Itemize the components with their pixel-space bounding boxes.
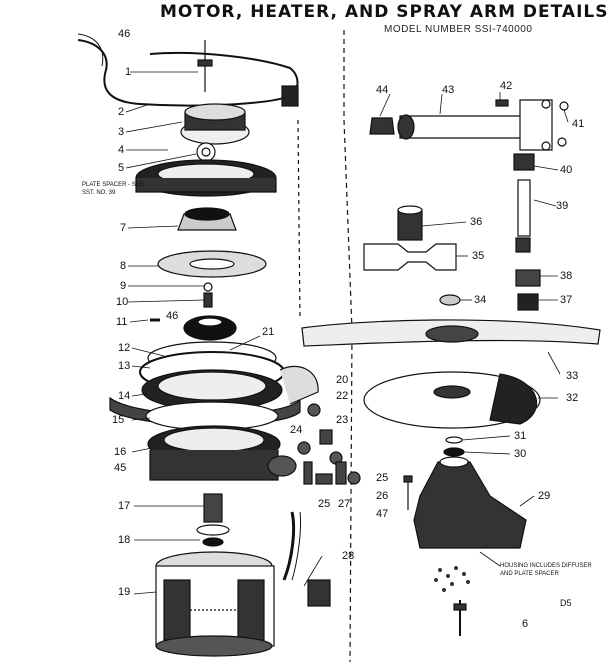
callout-label: 37 xyxy=(560,294,573,306)
callout-label: 16 xyxy=(114,446,127,458)
callout-label: 33 xyxy=(566,370,579,382)
callout-label: 28 xyxy=(342,550,355,562)
callout-label: 2 xyxy=(118,106,125,118)
housing-note: HOUSING INCLUDES DIFFUSER AND PLATE SPAC… xyxy=(500,562,592,578)
callout-label: 46 xyxy=(166,310,179,322)
callout-label: 32 xyxy=(566,392,579,404)
callout-label: 35 xyxy=(472,250,485,262)
callout-label: 31 xyxy=(514,430,527,442)
plate-spacer-note: PLATE SPACER - SEE SST. NO. 39 xyxy=(82,181,144,197)
guide-part xyxy=(177,207,237,231)
callout-label: 47 xyxy=(376,508,389,520)
impeller-part xyxy=(180,103,250,145)
callout-label: 46 xyxy=(118,28,131,40)
callout-label: 39 xyxy=(556,200,569,212)
callout-label: 34 xyxy=(474,294,487,306)
callout-label: 36 xyxy=(470,216,483,228)
washer-part xyxy=(203,282,213,308)
callout-label: 11 xyxy=(116,316,128,328)
callout-label: 44 xyxy=(376,84,389,96)
lower-impeller-part xyxy=(150,315,237,341)
housing-note-line: HOUSING INCLUDES DIFFUSER xyxy=(500,563,592,569)
pump-ring-stack xyxy=(109,341,319,431)
screw-42-part xyxy=(495,99,509,107)
manifold-part xyxy=(397,99,553,151)
callout-label: 17 xyxy=(118,500,131,512)
callout-label: 25 xyxy=(318,498,331,510)
plate-spacer-part xyxy=(135,159,277,197)
callout-label: 24 xyxy=(290,424,303,436)
callout-label: 30 xyxy=(514,448,527,460)
screw-part xyxy=(197,40,213,92)
nut-part xyxy=(369,117,395,135)
page-number: 6 xyxy=(522,618,529,630)
seal-washer-part xyxy=(443,436,465,457)
model-number: MODEL NUMBER SSI-740000 xyxy=(384,24,533,35)
callout-label: 25 xyxy=(376,472,389,484)
callout-label: 5 xyxy=(118,162,125,174)
water-spray xyxy=(434,566,470,592)
leader-lines xyxy=(125,71,569,595)
callout-label: 26 xyxy=(376,490,389,502)
page-title: MOTOR, HEATER, AND SPRAY ARM DETAILS xyxy=(160,2,608,22)
callout-label: 10 xyxy=(116,296,129,308)
callout-label: 42 xyxy=(500,80,513,92)
callout-label: 22 xyxy=(336,390,349,402)
callout-label: 23 xyxy=(336,414,349,426)
pump-housing-part xyxy=(147,425,297,481)
plate-part xyxy=(157,250,267,278)
plate-spacer-note-line: SST. NO. 39 xyxy=(82,190,116,196)
motor-part xyxy=(155,551,275,657)
coupling-part xyxy=(203,493,223,523)
gear-part xyxy=(196,142,216,162)
callout-label: 13 xyxy=(118,360,131,372)
callout-label: 12 xyxy=(118,342,131,354)
callout-label: 15 xyxy=(112,414,125,426)
callout-label: 45 xyxy=(114,462,127,474)
bottom-screw-part xyxy=(453,600,467,636)
callout-label: 3 xyxy=(118,126,125,138)
callout-label: 43 xyxy=(442,84,455,96)
callout-label: 38 xyxy=(560,270,573,282)
corner-code: D5 xyxy=(560,598,572,608)
callout-label: 9 xyxy=(120,280,127,292)
divider-line xyxy=(343,30,353,663)
callout-label: 20 xyxy=(336,374,349,386)
hose-part xyxy=(282,511,301,581)
riser-tube-part xyxy=(513,153,541,311)
callout-label: 7 xyxy=(120,222,127,234)
callout-label: 8 xyxy=(120,260,127,272)
callout-label: 14 xyxy=(118,390,131,402)
washer-41-part xyxy=(557,101,569,147)
callout-label: 21 xyxy=(262,326,275,338)
callout-label: 18 xyxy=(118,534,131,546)
connector-part xyxy=(307,579,331,607)
spray-nut-part xyxy=(439,294,461,306)
divider-line xyxy=(297,119,301,321)
diffuser-disc-part xyxy=(363,371,541,429)
callout-label: 29 xyxy=(538,490,551,502)
bushing-part xyxy=(397,205,423,241)
plate-spacer-note-line: PLATE SPACER - SEE xyxy=(82,182,144,188)
callout-label: 19 xyxy=(118,586,131,598)
small-fittings xyxy=(297,403,361,485)
callout-label: 27 xyxy=(338,498,351,510)
callout-label: 1 xyxy=(125,66,132,78)
seal-part xyxy=(196,524,230,547)
callout-label: 4 xyxy=(118,144,125,156)
housing-note-line: AND PLATE SPACER xyxy=(500,571,559,577)
bracket-part xyxy=(363,243,457,271)
callout-label: 40 xyxy=(560,164,573,176)
callout-label: 41 xyxy=(572,118,585,130)
spray-arm-part xyxy=(301,319,601,347)
screw-26-part xyxy=(403,475,413,510)
heater-element xyxy=(77,33,299,107)
pump-cover-part xyxy=(413,456,527,549)
